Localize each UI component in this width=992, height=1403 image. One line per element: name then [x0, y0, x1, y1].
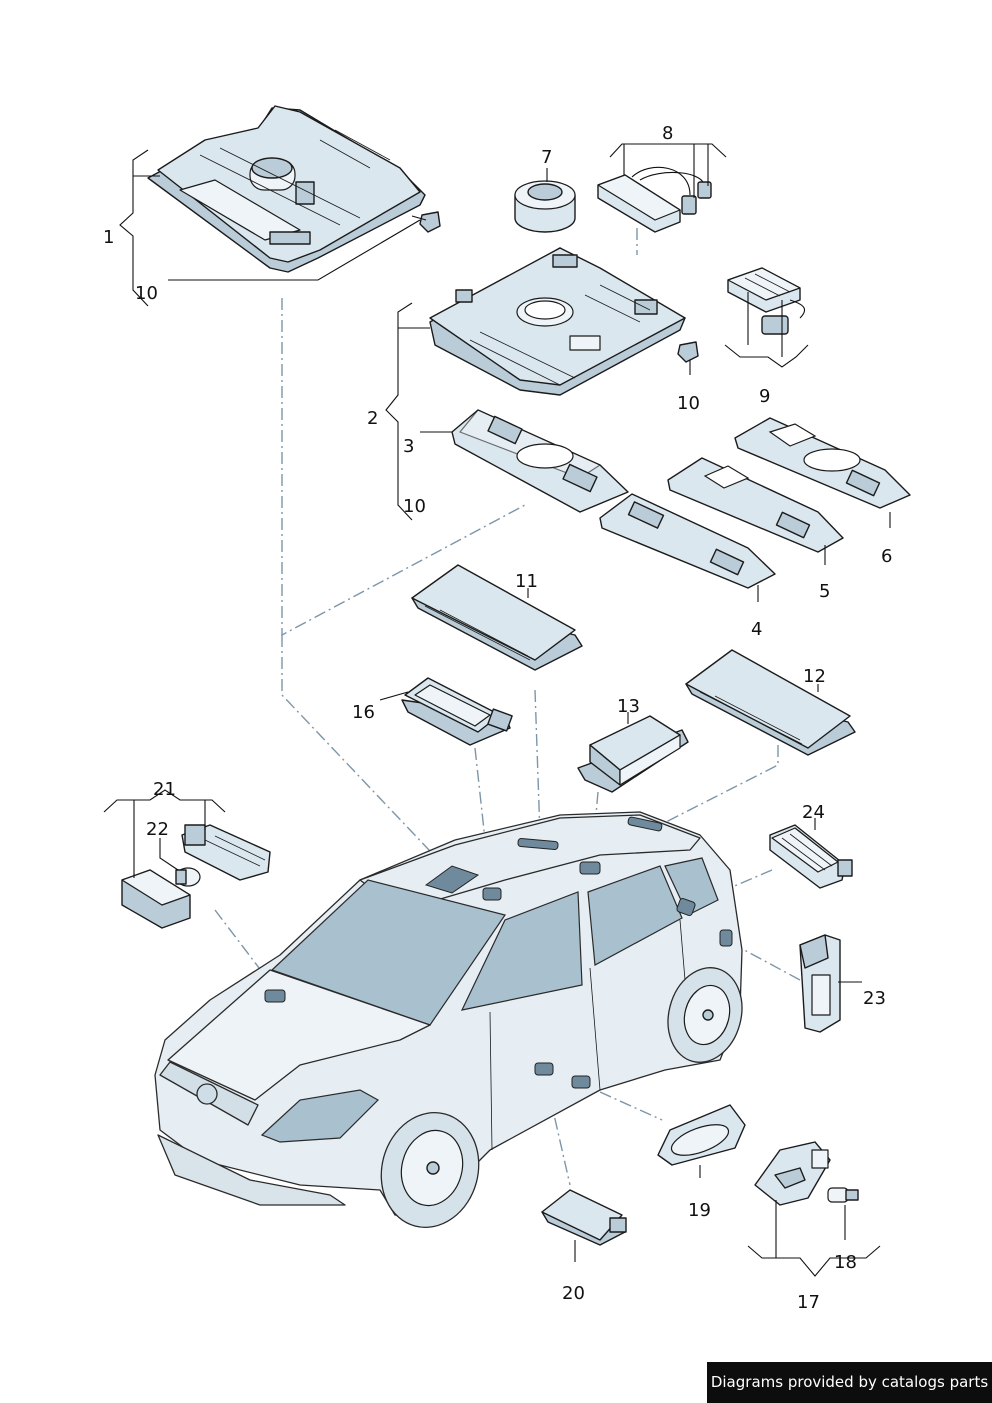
- callout-16: 16: [352, 702, 375, 723]
- callout-10c: 10: [677, 393, 700, 414]
- credit-badge: Diagrams provided by catalogs parts: [707, 1362, 992, 1403]
- callout-9: 9: [759, 386, 770, 407]
- callout-13: 13: [617, 696, 640, 717]
- trim-cover-5: [667, 457, 844, 553]
- callout-10b: 10: [403, 496, 426, 517]
- bulb-22: [175, 867, 201, 887]
- trim-cover-6: [734, 417, 911, 509]
- wiring-harness: [597, 166, 712, 233]
- callout-11: 11: [515, 571, 538, 592]
- reading-light-16: [401, 677, 513, 746]
- callout-6: 6: [881, 546, 892, 567]
- callout-17: 17: [797, 1292, 820, 1313]
- callout-22: 22: [146, 819, 169, 840]
- callout-20: 20: [562, 1283, 585, 1304]
- callout-1: 1: [103, 227, 114, 248]
- door-lamp-23: [799, 934, 841, 1033]
- lamp-unit-20: [541, 1189, 627, 1246]
- roof-console-housing: [147, 105, 441, 273]
- interior-light-11: [411, 564, 583, 671]
- roof-module: [429, 247, 699, 396]
- callout-7: 7: [541, 147, 552, 168]
- bulb-18: [827, 1187, 859, 1203]
- rotary-switch: [514, 180, 576, 233]
- lamp-unit-13: [577, 715, 689, 793]
- callout-3: 3: [403, 436, 414, 457]
- callout-23: 23: [863, 988, 886, 1009]
- entry-light-19: [657, 1104, 746, 1166]
- callout-labels: 1 10 7 8 2 3 10 10 9 6 5 4 11 12 13 16 2…: [103, 123, 892, 1313]
- lamp-holder-21: [121, 824, 271, 929]
- callout-8: 8: [662, 123, 673, 144]
- callout-24: 24: [802, 802, 825, 823]
- vehicle-illustration: [154, 811, 743, 1229]
- callout-4: 4: [751, 619, 762, 640]
- callout-19: 19: [688, 1200, 711, 1221]
- leader-lines: [103, 143, 891, 1277]
- callout-21: 21: [153, 779, 176, 800]
- callout-5: 5: [819, 581, 830, 602]
- callout-18: 18: [834, 1252, 857, 1273]
- trim-cover-4: [599, 493, 776, 589]
- footwell-lamp-24: [769, 824, 853, 889]
- callout-2: 2: [367, 408, 378, 429]
- trim-cover-3: [451, 409, 629, 513]
- callout-12: 12: [803, 666, 826, 687]
- callout-10a: 10: [135, 283, 158, 304]
- switch-module: [727, 267, 806, 335]
- plate-light-17: [754, 1141, 831, 1206]
- interior-light-12: [685, 649, 856, 756]
